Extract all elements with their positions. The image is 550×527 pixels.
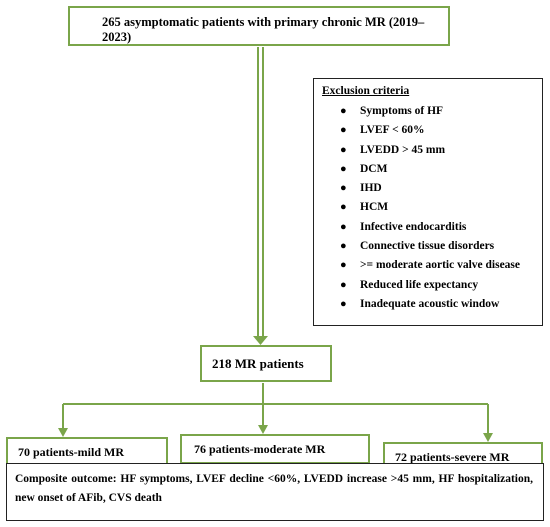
exclusion-item: ●Symptoms of HF	[340, 102, 542, 121]
cohort-text: 265 asymptomatic patients with primary c…	[102, 15, 425, 44]
severe-group-text: 72 patients-severe MR	[395, 450, 510, 464]
exclusion-item: ●DCM	[340, 160, 542, 179]
bullet-icon: ●	[340, 259, 347, 272]
bullet-icon: ●	[340, 201, 347, 214]
arrow-to-severe	[483, 433, 493, 442]
bullet-icon: ●	[340, 297, 347, 310]
exclusion-item: ●Reduced life expectancy	[340, 276, 542, 295]
mr-patients-text: 218 MR patients	[212, 356, 304, 371]
bullet-icon: ●	[340, 278, 347, 291]
bullet-icon: ●	[340, 182, 347, 195]
exclusion-item: ●>= moderate aortic valve disease	[340, 256, 542, 275]
exclusion-item: ●Inadequate acoustic window	[340, 295, 542, 314]
exclusion-list: ●Symptoms of HF ●LVEF < 60% ●LVEDD > 45 …	[322, 102, 542, 314]
exclusion-item: ●HCM	[340, 198, 542, 217]
moderate-group-text: 76 patients-moderate MR	[194, 442, 326, 456]
exclusion-item: ●Connective tissue disorders	[340, 237, 542, 256]
composite-outcome-box: Composite outcome: HF symptoms, LVEF dec…	[6, 463, 544, 521]
bullet-icon: ●	[340, 105, 347, 117]
exclusion-item: ●LVEF < 60%	[340, 121, 542, 140]
exclusion-item: ●Infective endocarditis	[340, 218, 542, 237]
bullet-icon: ●	[340, 220, 347, 233]
mr-patients-box: 218 MR patients	[200, 345, 332, 382]
bullet-icon: ●	[340, 124, 347, 137]
trunk-arrow	[253, 336, 268, 345]
composite-outcome-text: Composite outcome: HF symptoms, LVEF dec…	[15, 473, 533, 504]
cohort-box: 265 asymptomatic patients with primary c…	[68, 6, 450, 46]
exclusion-criteria-box: Exclusion criteria ●Symptoms of HF ●LVEF…	[313, 78, 543, 326]
mild-group-text: 70 patients-mild MR	[18, 445, 124, 459]
bullet-icon: ●	[340, 162, 347, 175]
exclusion-item: ●IHD	[340, 179, 542, 198]
bullet-icon: ●	[340, 240, 347, 253]
arrow-to-moderate	[258, 425, 268, 434]
moderate-group-box: 76 patients-moderate MR	[180, 434, 370, 464]
bullet-icon: ●	[340, 143, 347, 156]
exclusion-title: Exclusion criteria	[322, 85, 410, 97]
arrow-to-mild	[58, 428, 68, 437]
exclusion-item: ●LVEDD > 45 mm	[340, 141, 542, 160]
